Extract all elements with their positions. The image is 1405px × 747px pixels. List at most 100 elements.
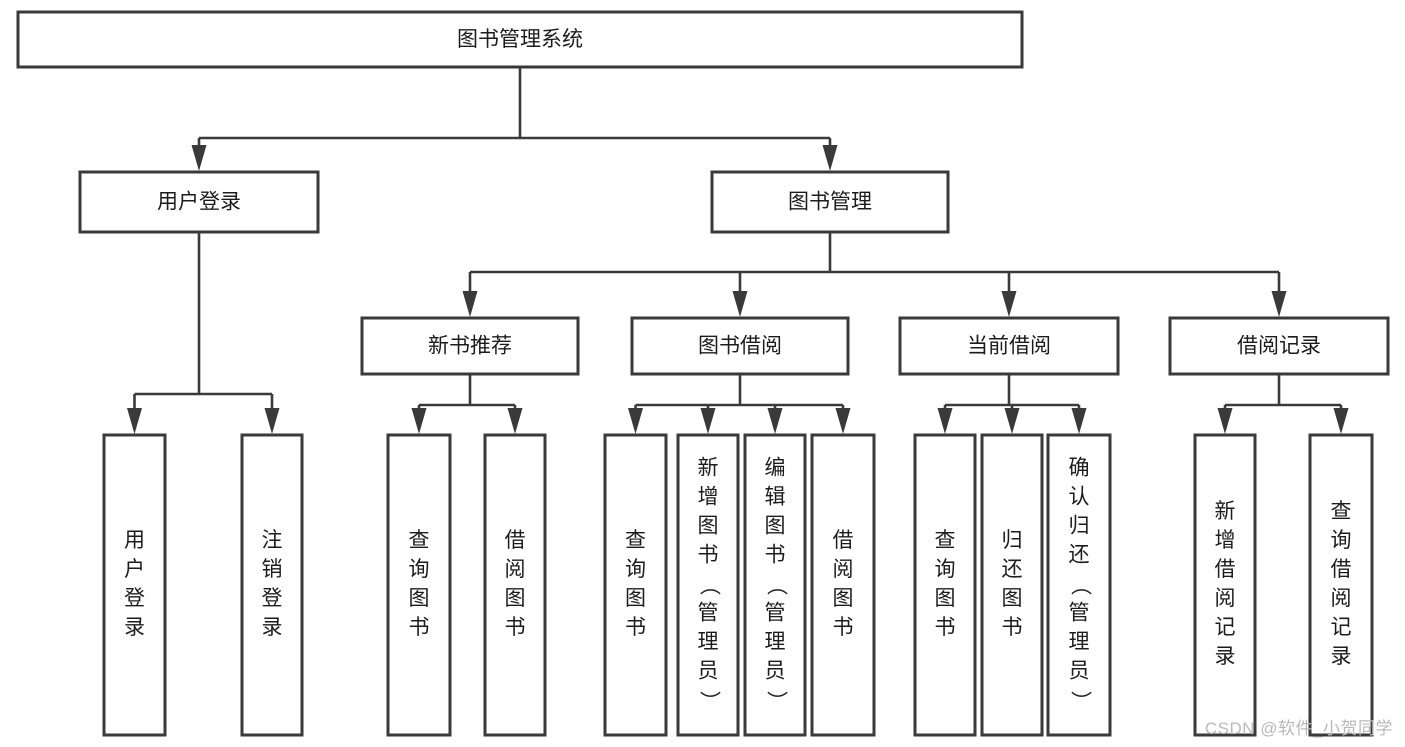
node-label-char: 编 (765, 457, 786, 480)
node-label-char: 登 (262, 587, 283, 610)
node-label-char: ） (1068, 691, 1091, 712)
node-label-char: 图 (625, 587, 646, 610)
arrow-head-icon (1217, 408, 1233, 434)
connector-group (628, 374, 851, 434)
node-label-char: 销 (262, 558, 283, 581)
arrow-head-icon (1001, 291, 1017, 317)
node-label-char: 书 (1002, 616, 1023, 639)
node-label-char: 员 (1069, 660, 1090, 683)
node-label-char: ） (764, 691, 787, 712)
node-label-char: 借 (1215, 558, 1236, 581)
arrow-head-icon (462, 291, 478, 317)
node-box[interactable] (913, 433, 977, 737)
node-root[interactable]: 图书管理系统 (16, 10, 1024, 69)
node-label-char: 还 (1069, 544, 1090, 567)
node-leaf-user-login[interactable]: 用户登录 (102, 433, 167, 737)
node-box[interactable] (386, 433, 452, 737)
node-label: 用户登录 (124, 529, 145, 639)
node-current-borrow[interactable]: 当前借阅 (898, 316, 1120, 376)
node-label-char: 管 (1069, 602, 1090, 625)
node-new-book-rec[interactable]: 新书推荐 (360, 316, 580, 376)
node-box[interactable] (980, 433, 1044, 737)
node-box[interactable] (743, 433, 807, 737)
connector-group (937, 374, 1087, 434)
node-label-char: 注 (262, 529, 283, 552)
node-label-char: 管 (698, 602, 719, 625)
arrow-head-icon (1333, 408, 1349, 434)
node-label-char: （ (764, 575, 787, 596)
node-label-char: 阅 (1331, 587, 1352, 610)
node-label-char: 用 (124, 529, 145, 552)
node-label-char: 员 (765, 660, 786, 683)
node-label-char: 图 (505, 587, 526, 610)
node-box[interactable] (810, 433, 876, 737)
node-book-borrow[interactable]: 图书借阅 (630, 316, 850, 376)
node-label-char: 查 (409, 529, 430, 552)
node-borrow-record[interactable]: 借阅记录 (1168, 316, 1390, 376)
node-label-char: 书 (505, 616, 526, 639)
node-label-char: 询 (1331, 529, 1352, 552)
arrow-head-icon (937, 408, 953, 434)
arrow-head-icon (1271, 291, 1287, 317)
node-label: 借阅记录 (1237, 335, 1321, 358)
node-label-char: 图 (935, 587, 956, 610)
node-user-login[interactable]: 用户登录 (78, 170, 320, 234)
node-label-char: （ (697, 575, 720, 596)
node-box[interactable] (898, 316, 1120, 376)
node-box[interactable] (16, 10, 1024, 69)
node-label-char: 录 (1331, 645, 1352, 668)
node-label-char: ） (697, 691, 720, 712)
node-box[interactable] (78, 170, 320, 234)
node-box[interactable] (1168, 316, 1390, 376)
node-box[interactable] (1308, 433, 1374, 737)
node-box[interactable] (603, 433, 668, 737)
node-label-char: 图 (698, 515, 719, 538)
node-box[interactable] (240, 433, 304, 737)
node-label-char: 理 (698, 631, 719, 654)
node-label-char: 图 (765, 515, 786, 538)
node-label-char: 录 (124, 616, 145, 639)
node-box[interactable] (360, 316, 580, 376)
node-label-char: 书 (625, 616, 646, 639)
node-box[interactable] (102, 433, 167, 737)
node-box[interactable] (710, 170, 950, 234)
node-label-char: 图 (409, 587, 430, 610)
connector-group (127, 232, 280, 434)
node-box[interactable] (1046, 433, 1112, 737)
node-label-char: 查 (625, 529, 646, 552)
arrow-head-icon (264, 408, 280, 434)
arrow-head-icon (822, 145, 838, 171)
node-label-char: 理 (765, 631, 786, 654)
node-label: 新书推荐 (428, 335, 512, 358)
connector-group (411, 374, 523, 434)
node-label-char: 户 (124, 558, 145, 581)
node-box[interactable] (676, 433, 740, 737)
node-box[interactable] (630, 316, 850, 376)
node-label-char: 增 (1215, 529, 1236, 552)
node-box[interactable] (483, 433, 547, 737)
node-label-char: 归 (1069, 515, 1090, 538)
node-label-char: 图 (1002, 587, 1023, 610)
node-label-char: 询 (625, 558, 646, 581)
node-label-char: 阅 (505, 558, 526, 581)
node-box[interactable] (1193, 433, 1257, 737)
node-book-manage[interactable]: 图书管理 (710, 170, 950, 234)
